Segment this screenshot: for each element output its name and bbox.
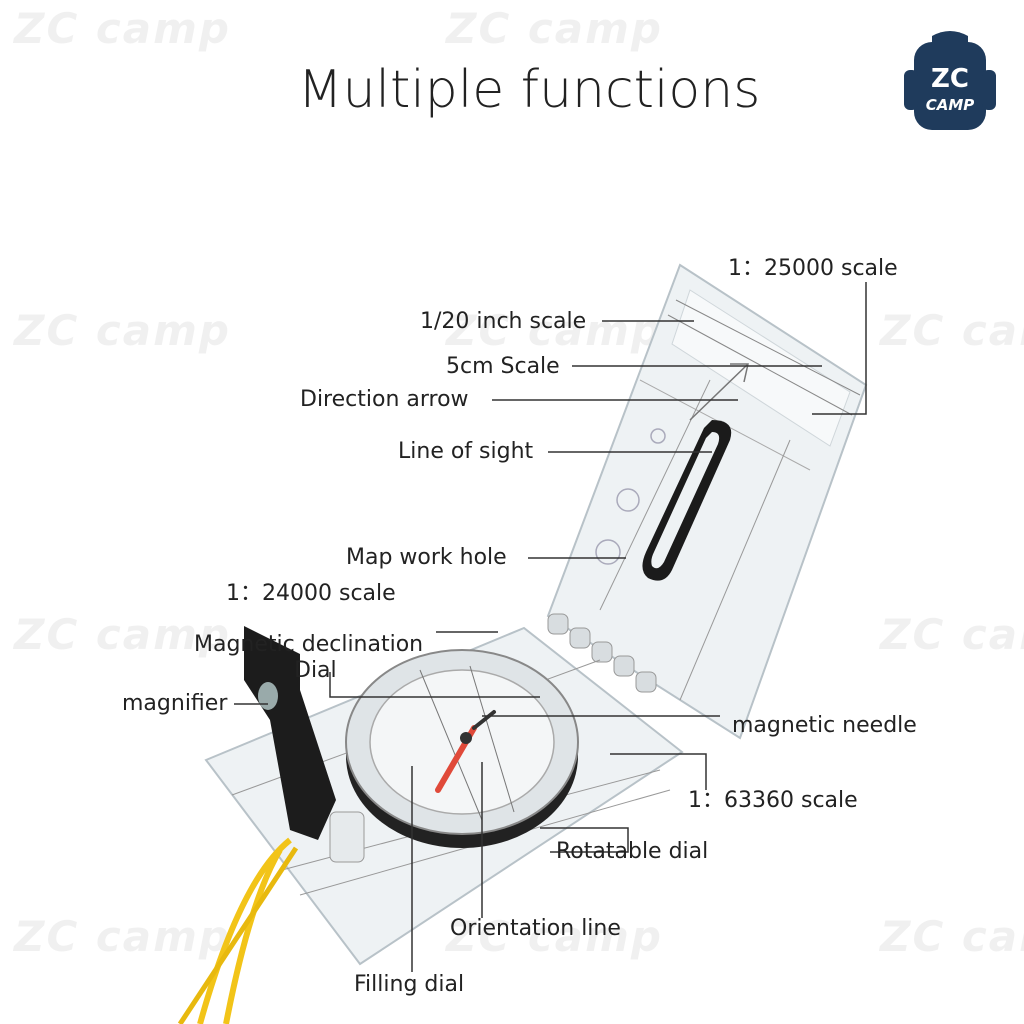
logo-text-camp: CAMP <box>925 96 975 114</box>
watermark: ZC camp <box>880 610 1024 659</box>
label-rotatable-dial: Rotatable dial <box>556 839 709 864</box>
label-24000-scale: 1：24000 scale <box>226 581 396 606</box>
page-title: Multiple functions <box>297 60 761 120</box>
watermark: ZC camp <box>446 306 663 355</box>
watermark: ZC camp <box>14 912 231 961</box>
leader-declination <box>329 672 540 698</box>
lanyard <box>177 837 299 1024</box>
watermark: ZC camp <box>14 610 231 659</box>
label-filling-dial: Filling dial <box>354 972 465 997</box>
compass-lid <box>546 263 868 740</box>
label-map-work-hole: Map work hole <box>346 545 507 570</box>
brand-logo: ZC CAMP <box>904 26 996 136</box>
watermark: ZC camp <box>880 306 1024 355</box>
watermark: ZC camp <box>14 306 231 355</box>
leader-63360 <box>610 753 707 790</box>
label-inch-scale: 1/20 inch scale <box>420 309 587 334</box>
compass-capsule <box>345 649 579 848</box>
watermark: ZC camp <box>446 912 663 961</box>
label-direction-arrow: Direction arrow <box>300 387 469 412</box>
backpack-logo-icon <box>904 31 996 130</box>
watermark: ZC camp <box>880 912 1024 961</box>
magnifier-arm <box>244 626 365 863</box>
watermark: ZC camp <box>14 4 231 53</box>
label-orientation-line: Orientation line <box>450 916 621 941</box>
label-63360-scale: 1：63360 scale <box>688 788 858 813</box>
leader-lines <box>234 282 867 972</box>
label-25000-scale: 1：25000 scale <box>728 256 898 281</box>
leader-rotatable <box>540 827 629 853</box>
label-magnetic-needle: magnetic needle <box>732 713 917 738</box>
label-magnifier: magnifier <box>122 691 228 716</box>
label-declination: Magnetic declination <box>194 632 424 657</box>
logo-text-zc: ZC <box>931 64 969 94</box>
label-line-of-sight: Line of sight <box>398 439 534 464</box>
leader-25000 <box>812 282 867 415</box>
hinge <box>547 613 657 693</box>
watermark: ZC camp <box>446 4 663 53</box>
label-5cm-scale: 5cm Scale <box>446 354 560 379</box>
label-declination-dial: Dial <box>294 658 337 683</box>
